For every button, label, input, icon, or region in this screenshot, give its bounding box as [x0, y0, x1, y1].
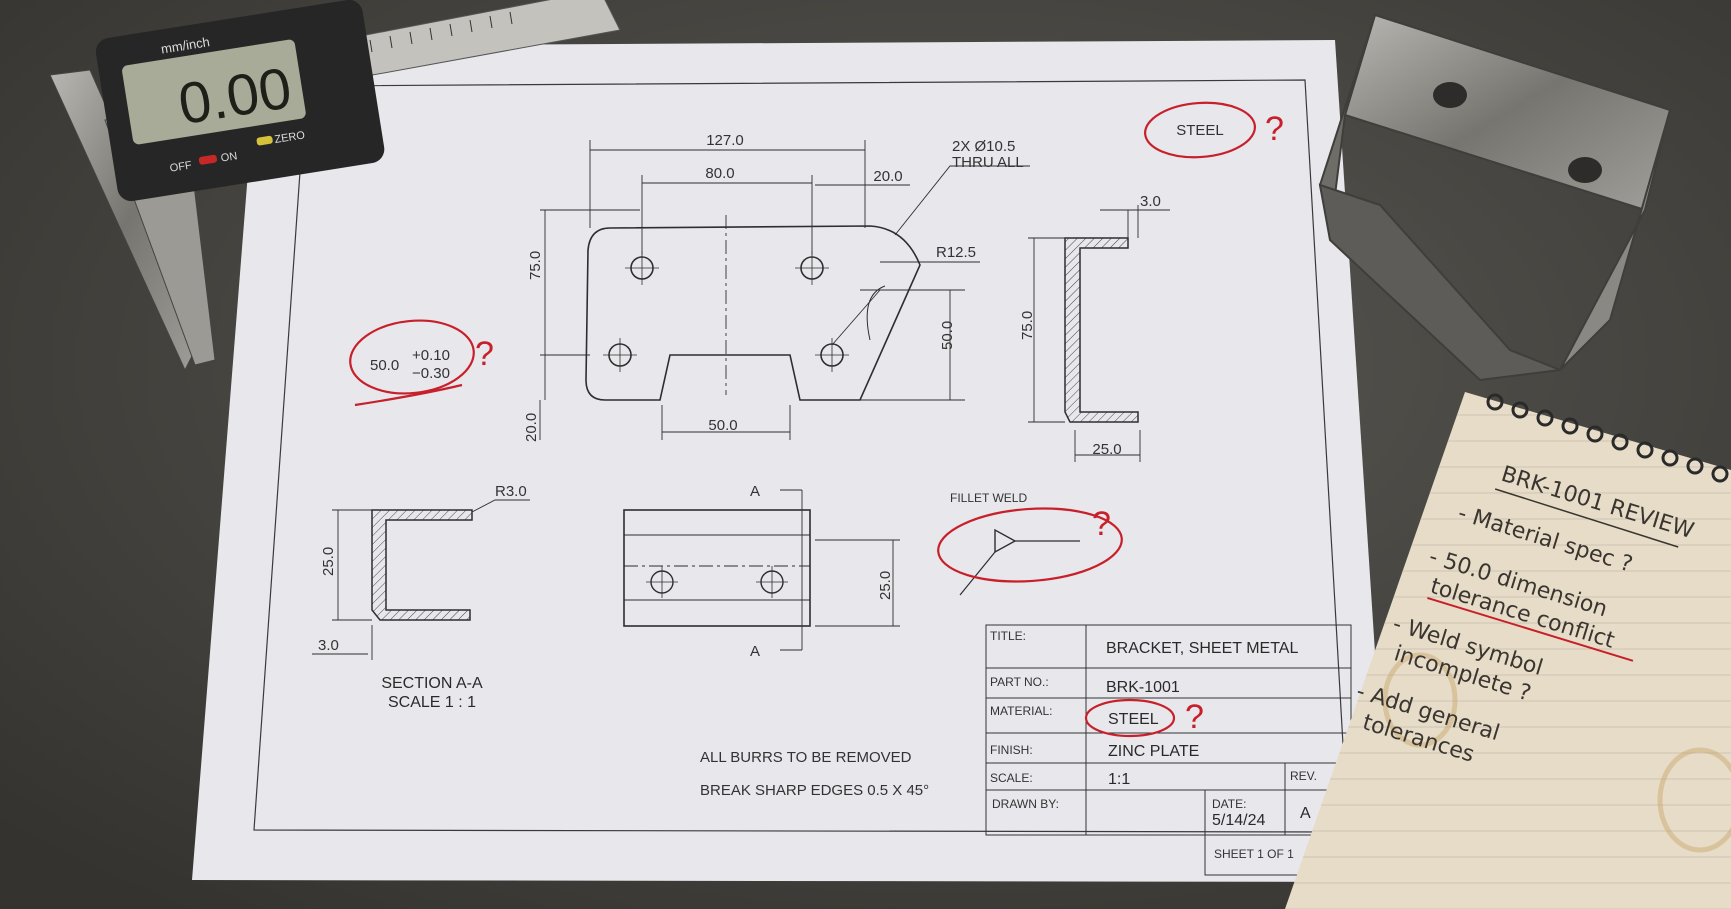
dim-side-width: 25.0: [1092, 441, 1121, 458]
title-block: [985, 624, 1352, 876]
title-label: TITLE:: [990, 629, 1026, 643]
caliper-on-button[interactable]: [198, 154, 218, 165]
dim-section-height: 25.0: [320, 547, 337, 576]
dim-bottom-view-height: 25.0: [877, 571, 894, 600]
part-no-label: PART NO.:: [990, 675, 1049, 689]
caliper-zero-button[interactable]: [256, 135, 273, 146]
hole-note-line2: THRU ALL: [952, 154, 1024, 171]
tolerance-callout: 50.0 +0.10 −0.30 ?: [349, 319, 494, 407]
section-scale: SCALE 1 : 1: [388, 694, 476, 711]
dim-radius-corner: R12.5: [936, 244, 976, 261]
tol-nominal: 50.0: [370, 357, 399, 374]
material-value: STEEL: [1108, 711, 1159, 728]
caliper-on-label: ON: [220, 150, 238, 164]
tol-question-mark: ?: [475, 335, 494, 373]
date-value: 5/14/24: [1212, 812, 1265, 829]
weld-label: FILLET WELD: [950, 491, 1027, 505]
weld-question-mark: ?: [1092, 505, 1111, 543]
steel-markup-top: STEEL ?: [1144, 101, 1284, 159]
scale-label: SCALE:: [990, 771, 1033, 785]
steel-circle-text: STEEL: [1176, 122, 1224, 139]
note-edges: BREAK SHARP EDGES 0.5 X 45°: [700, 782, 929, 799]
finish-label: FINISH:: [990, 743, 1033, 757]
title-value: BRACKET, SHEET METAL: [1106, 640, 1298, 657]
dim-hole-spacing: 80.0: [705, 165, 734, 182]
rev-value: A: [1300, 805, 1311, 822]
finish-value: ZINC PLATE: [1108, 743, 1199, 760]
section-cut-letter-bottom: A: [750, 643, 760, 660]
review-notepad: BRK-1001 REVIEW - Material spec ? - 50.0…: [1285, 392, 1731, 909]
steel-question-mark: ?: [1265, 110, 1284, 148]
digital-caliper: 0.00 mm/inch OFF ON ZERO: [49, 0, 621, 372]
dim-section-thickness: 3.0: [318, 637, 339, 654]
front-view: [539, 140, 1030, 440]
tol-upper: +0.10: [412, 347, 450, 364]
weld-callout: FILLET WELD ?: [937, 491, 1123, 596]
notepad-spiral: [1486, 393, 1729, 483]
dim-side-height: 75.0: [1019, 311, 1036, 340]
date-label: DATE:: [1212, 797, 1246, 811]
part-no-value: BRK-1001: [1106, 679, 1180, 696]
dim-height-left: 75.0: [527, 251, 544, 280]
scale-value: 1:1: [1108, 771, 1130, 788]
section-cut-letter-top: A: [750, 483, 760, 500]
steel-bracket-part: [1318, 13, 1672, 382]
caliper-off-label: OFF: [169, 159, 193, 174]
caliper-zero-label: ZERO: [274, 129, 306, 146]
rev-label: REV.: [1290, 769, 1317, 783]
dim-bottom-offset: 20.0: [523, 413, 540, 442]
front-view-holes: [603, 251, 849, 372]
hole-note-line1: 2X Ø10.5: [952, 138, 1015, 155]
side-view: [1028, 205, 1170, 462]
dim-height-right: 50.0: [939, 321, 956, 350]
dim-edge-offset: 20.0: [873, 168, 902, 185]
dim-overall-width: 127.0: [706, 132, 744, 149]
bottom-view: [623, 489, 900, 651]
material-question-mark: ?: [1185, 698, 1204, 736]
note-burrs: ALL BURRS TO BE REMOVED: [700, 749, 912, 766]
dim-side-thickness: 3.0: [1140, 193, 1161, 210]
tol-lower: −0.30: [412, 365, 450, 382]
section-title: SECTION A-A: [381, 675, 483, 692]
material-label: MATERIAL:: [990, 704, 1052, 718]
drawn-by-label: DRAWN BY:: [992, 797, 1059, 811]
sheet-count: SHEET 1 OF 1: [1214, 847, 1294, 861]
section-view: [312, 499, 530, 660]
dim-section-radius: R3.0: [495, 483, 527, 500]
dim-notch-width: 50.0: [708, 417, 737, 434]
